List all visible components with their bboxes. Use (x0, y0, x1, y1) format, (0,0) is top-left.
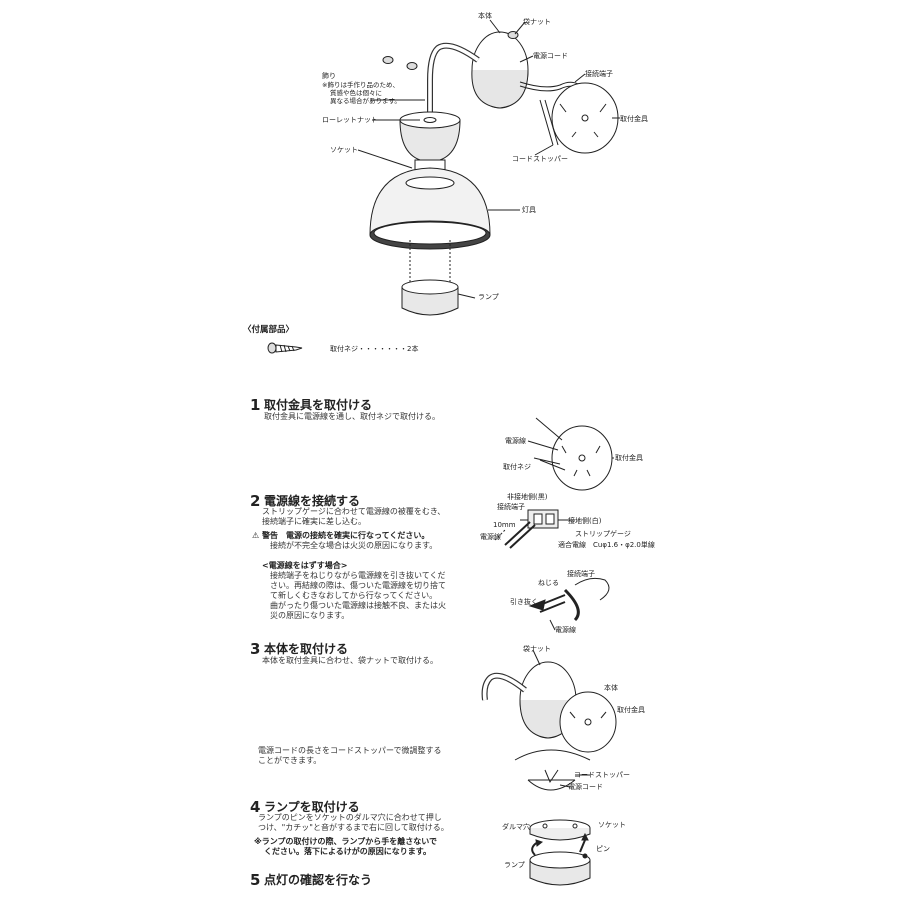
label-socket: ソケット (330, 146, 358, 154)
step3-diagram (481, 649, 617, 791)
step4-label-socket: ソケット (598, 821, 626, 829)
step2-diagram (494, 509, 610, 631)
step3-label-power-cord: 電源コード (568, 783, 603, 791)
decoration-note-3: 異なる場合があります。 (330, 97, 401, 105)
step-2-removal-2: さい。再結線の際は、傷ついた電源線を切り捨て (270, 581, 446, 590)
decoration-note-2: 質感や色は個々に (330, 89, 382, 97)
step-4-line-2: つけ、"カチッ"と音がするまで右に回して取付ける。 (258, 823, 449, 832)
step2-label-terminal2: 接続端子 (567, 570, 595, 578)
step-3-extra-1: 電源コードの長さをコードストッパーで微調整する (258, 746, 442, 755)
step-4-line-1: ランプのピンをソケットのダルマ穴に合わせて押し (258, 813, 442, 822)
step-2-line-1: ストリップゲージに合わせて電源線の被覆をむき、 (262, 507, 446, 516)
step-2-removal-5: 災の原因になります。 (270, 611, 350, 620)
label-decoration: 飾り (322, 72, 336, 80)
warning-icon: ⚠ (252, 531, 260, 540)
step-4-note-2: ください。落下によるけがの原因になります。 (264, 847, 431, 856)
label-knurled-nut: ローレットナット (322, 116, 378, 124)
screw-label: 取付ネジ・・・・・・・2本 (330, 345, 419, 353)
decoration-note-1: ※飾りは手作り品のため、 (322, 81, 399, 89)
label-power-cord: 電源コード (533, 52, 568, 60)
step-3-extra-2: ことができます。 (258, 756, 322, 765)
step4-label-keyhole: ダルマ穴 (502, 823, 530, 831)
step-2-removal-heading: <電源線をはずす場合> (262, 561, 348, 570)
step1-label-bracket: 取付金具 (615, 454, 643, 462)
label-lamp: ランプ (478, 293, 499, 301)
step-3-text: 本体を取付金具に合わせ、袋ナットで取付ける。 (262, 656, 438, 665)
step-2-removal-4: 曲がったり傷ついた電源線は接触不良、または火 (270, 601, 446, 610)
step-2-line-2: 接続端子に確実に差し込む。 (262, 517, 366, 526)
step2-label-pull: 引き抜く (510, 598, 538, 606)
label-terminal: 接続端子 (585, 70, 613, 78)
step1-label-screw: 取付ネジ (503, 463, 531, 471)
step2-label-terminal: 接続端子 (497, 503, 525, 511)
step-1-text: 取付金具に電源線を通し、取付ネジで取付ける。 (264, 412, 440, 421)
step-2-title: 電源線を接続する (264, 494, 361, 508)
step-2-warning: 警告 電源の接続を確実に行なってください。 (262, 531, 430, 540)
step3-label-cap-nut: 袋ナット (523, 645, 551, 653)
shade (369, 167, 491, 236)
step2-label-power-wire: 電源線 (480, 533, 501, 541)
step-1-number: 1 (250, 396, 261, 414)
step2-label-strip: ストリップゲージ (575, 530, 631, 538)
step-4-number: 4 (250, 798, 261, 816)
step2-label-ground: 接地側(白) (568, 517, 602, 525)
step3-label-cord-stopper: コードストッパー (574, 771, 630, 779)
step3-label-bracket: 取付金具 (617, 706, 645, 714)
step4-label-pin: ピン (596, 845, 610, 853)
step2-label-wire-spec: 適合電線 Cuφ1.6・φ2.0単線 (558, 541, 655, 549)
step-4-note-1: ※ランプの取付けの際、ランプから手を離さないで (254, 837, 438, 846)
bracket-plate (551, 82, 619, 154)
step1-label-power-wire: 電源線 (505, 437, 526, 445)
step2-label-twist: ねじる (538, 579, 559, 587)
step3-label-body: 本体 (604, 684, 618, 692)
label-cap-nut: 袋ナット (523, 18, 551, 26)
label-shade: 灯具 (522, 206, 536, 214)
accessories-heading: 〈付属部品〉 (243, 325, 295, 335)
step-2-removal-3: て新しくむきなおしてから行なってください。 (270, 591, 438, 600)
step-1-title: 取付金具を取付ける (264, 398, 373, 412)
step4-label-lamp: ランプ (504, 861, 525, 869)
step-3-title: 本体を取付ける (264, 642, 349, 656)
label-bracket: 取付金具 (620, 115, 648, 123)
step2-label-power-wire2: 電源線 (555, 626, 576, 634)
label-body: 本体 (478, 12, 492, 20)
step2-label-non-ground: 非接地側(黒) (507, 493, 548, 501)
lamp-body (401, 287, 459, 316)
step-2-removal-1: 接続端子をねじりながら電源線を引き抜いてくだ (270, 571, 446, 580)
step1-diagram (527, 417, 614, 491)
step-3-number: 3 (250, 640, 261, 658)
step2-label-mm: 10mm (493, 521, 516, 529)
screw-drawing (267, 342, 303, 354)
label-cord-stopper: コードストッパー (512, 155, 568, 163)
step-2-warning-sub: 接続が不完全な場合は火災の原因になります。 (270, 541, 438, 550)
step4-diagram (529, 819, 591, 886)
step-2-number: 2 (250, 492, 261, 510)
step-5-number: 5 (250, 871, 261, 889)
step-4-title: ランプを取付ける (264, 800, 360, 814)
step-5-title: 点灯の確認を行なう (264, 873, 373, 887)
